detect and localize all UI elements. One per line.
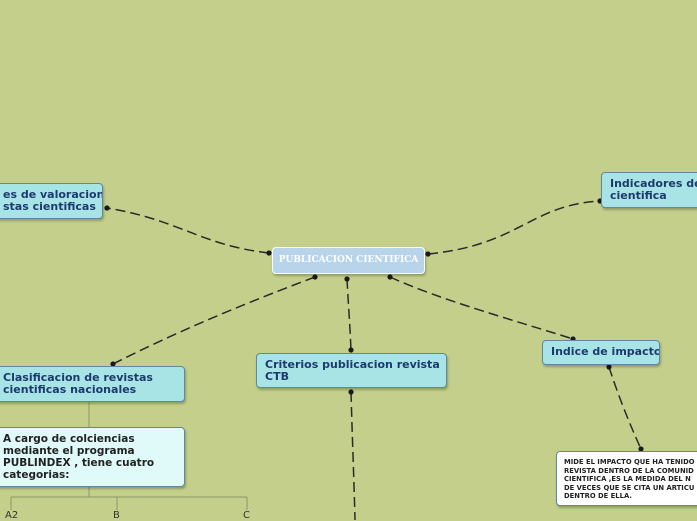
joint-dot: [110, 361, 116, 367]
joint-dot: [638, 446, 644, 452]
joint-dot: [606, 364, 612, 370]
joint-dot: [312, 274, 318, 280]
link-center-valoracion: [106, 207, 270, 254]
topic-node-criterios[interactable]: Criterios publicacion revista CTB: [256, 353, 447, 388]
topic-node-indicadores[interactable]: Indicadores de cientifica: [601, 172, 697, 208]
joint-dot: [344, 276, 350, 282]
category-label-a2: A2: [5, 510, 19, 521]
joint-dot: [425, 251, 431, 257]
central-topic-node[interactable]: PUBLICACION CIENTIFICA: [272, 247, 425, 274]
link-center-criterios: [346, 278, 352, 351]
joint-dot: [104, 205, 110, 211]
link-center-clasificacion: [112, 276, 316, 365]
subtopic-node-mide-impacto[interactable]: MIDE EL IMPACTO QUE HA TENIDO REVISTA DE…: [556, 451, 697, 506]
joint-dot: [348, 347, 354, 353]
link-center-indice: [389, 276, 574, 340]
joint-dot: [387, 274, 393, 280]
category-label-b: B: [113, 510, 120, 521]
topic-node-valoracion[interactable]: es de valoracion stas cientificas: [0, 183, 103, 219]
link-center-indicadores: [427, 200, 601, 255]
topic-node-clasificacion[interactable]: Clasificacion de revistas cientificas na…: [0, 366, 185, 402]
link-indice-mide: [608, 366, 642, 450]
topic-node-indice-impacto[interactable]: Indice de impacto: [542, 340, 660, 365]
joint-dot: [266, 250, 272, 256]
link-criterios-down: [350, 391, 356, 520]
subtopic-node-colciencias[interactable]: A cargo de colciencias mediante el progr…: [0, 427, 185, 487]
joint-dot: [348, 389, 354, 395]
category-label-c: C: [243, 510, 250, 521]
